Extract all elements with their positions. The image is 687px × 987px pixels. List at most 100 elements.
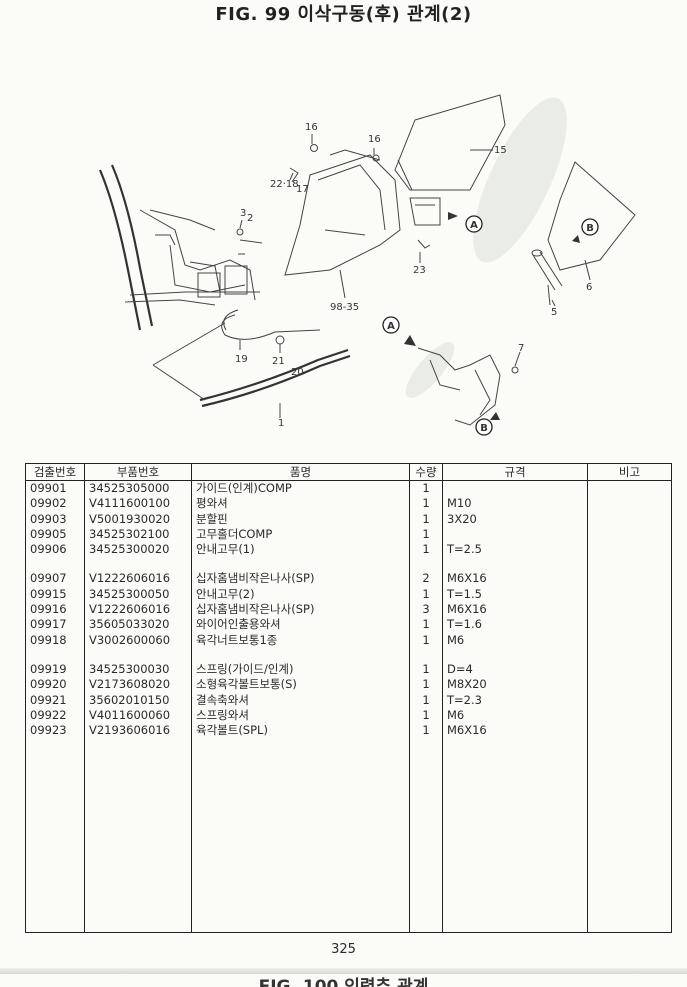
cell-quantity: 1 (409, 511, 443, 527)
cell-number: 09903 (25, 511, 85, 527)
cell-quantity: 1 (409, 617, 443, 633)
cell-quantity: 1 (409, 677, 443, 693)
cell-spec: M10 (442, 496, 588, 512)
callout-label: 19 (235, 354, 248, 365)
callout-label: 7 (518, 343, 524, 354)
cell-number: 09921 (25, 692, 85, 708)
cell-note (587, 526, 672, 543)
cell-number: 09919 (25, 661, 85, 678)
cell-part-number: V1222606016 (84, 602, 192, 618)
stain-mark (405, 342, 455, 398)
cell-note (587, 677, 672, 693)
callout-label: 20 (291, 367, 304, 378)
cell-note (587, 723, 672, 739)
callout-label: 3 (240, 208, 246, 219)
frame-structure (98, 164, 263, 331)
cell-number: 09917 (25, 617, 85, 633)
cell-quantity: 1 (409, 707, 443, 724)
bracket-part (409, 197, 458, 249)
next-figure-title: FIG. 100 인력추 관계 (258, 977, 429, 987)
figure-title: FIG. 99 이삭구동(후) 관계(2) (215, 4, 472, 25)
cell-part-name: 평와셔 (191, 496, 410, 512)
cell-spec: D=4 (442, 661, 588, 678)
cell-number: 09901 (25, 480, 85, 497)
page-edge (0, 968, 687, 974)
cover-plate-part-15 (394, 94, 506, 191)
cell-part-number: V2193606016 (84, 723, 192, 739)
table-spacer-row (25, 557, 672, 572)
callout-label: 2 (247, 213, 253, 224)
cell-part-number: 34525300020 (84, 542, 192, 558)
callout-label: 17 (296, 184, 309, 195)
cell-quantity: 1 (409, 496, 443, 512)
callout-label: 16 (305, 122, 318, 133)
cell-part-name: 분할핀 (191, 511, 410, 527)
leader-lines (239, 134, 591, 418)
cell-part-number: V4011600060 (84, 707, 192, 724)
cell-note (587, 632, 672, 648)
cell-quantity: 2 (409, 571, 443, 587)
cell-note (587, 661, 672, 678)
lower-bracket (404, 335, 519, 426)
column-header: 수량 (409, 463, 443, 481)
cell-number: 09920 (25, 677, 85, 693)
cell-part-number: 34525300030 (84, 661, 192, 678)
cell-spec: M6X16 (442, 723, 588, 739)
cell-number: 09907 (25, 571, 85, 587)
cell-note (587, 542, 672, 558)
cell-spec: M6X16 (442, 571, 588, 587)
cell-quantity: 1 (409, 692, 443, 708)
cell-spec: M6X16 (442, 602, 588, 618)
column-header: 비고 (587, 463, 672, 481)
callout-label: 23 (413, 265, 426, 276)
callout-label: 5 (551, 307, 557, 318)
cell-part-number: 34525302100 (84, 526, 192, 543)
svg-text:A: A (387, 321, 395, 332)
cell-note (587, 480, 672, 497)
svg-text:B: B (480, 423, 488, 434)
cell-spec: 3X20 (442, 511, 588, 527)
cell-spec: T=2.3 (442, 692, 588, 708)
cell-note (587, 617, 672, 633)
cell-number: 09902 (25, 496, 85, 512)
stain-mark (473, 97, 567, 263)
cell-quantity: 1 (409, 542, 443, 558)
cell-part-number: V4111600100 (84, 496, 192, 512)
cell-quantity: 1 (409, 586, 443, 603)
table-header-row: 검출번호 부품번호 품명 수량 규격 비고 (25, 463, 672, 481)
column-header: 부품번호 (84, 463, 192, 481)
reference-marker-b: B (475, 418, 493, 436)
table-empty-area (25, 738, 672, 934)
cell-part-name: 결속축와셔 (191, 692, 410, 708)
cell-part-number: 35605033020 (84, 617, 192, 633)
cell-part-name: 안내고무(1) (191, 542, 410, 558)
cell-part-name: 십자홈냄비작은나사(SP) (191, 571, 410, 587)
cell-number: 09915 (25, 586, 85, 603)
cell-quantity: 1 (409, 526, 443, 543)
cell-part-name: 소형육각볼트보통(S) (191, 677, 410, 693)
column-header: 검출번호 (25, 463, 85, 481)
cell-quantity: 1 (409, 480, 443, 497)
plate-part-6 (547, 161, 636, 271)
cell-part-name: 고무홀더COMP (191, 526, 410, 543)
cell-note (587, 707, 672, 724)
cell-quantity: 1 (409, 723, 443, 739)
callout-label: 21 (272, 356, 285, 367)
cell-number: 09918 (25, 632, 85, 648)
cell-spec: T=1.5 (442, 586, 588, 603)
cell-spec: T=1.6 (442, 617, 588, 633)
cell-spec: M6 (442, 632, 588, 648)
guide-rail-part-1 (152, 322, 351, 408)
cell-part-number: 34525300050 (84, 586, 192, 603)
callout-label: 16 (368, 134, 381, 145)
cell-note (587, 586, 672, 603)
table-spacer-row (25, 647, 672, 662)
